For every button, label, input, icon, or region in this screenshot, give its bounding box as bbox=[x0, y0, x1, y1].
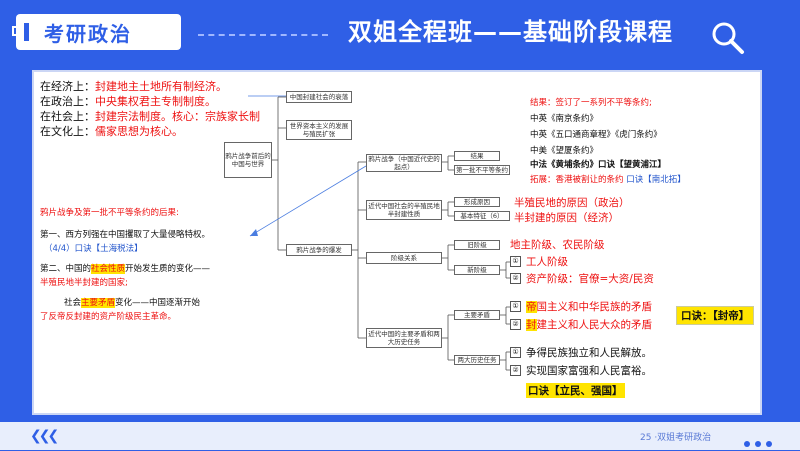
node-root: 鸦片战争前后的中国与世界 bbox=[224, 142, 272, 178]
econ-label: 在经济上： bbox=[40, 80, 95, 93]
war-consequence-title: 鸦片战争及第一批不平等条约的后果: bbox=[40, 208, 179, 218]
treaty-extension: 拓展：香港被割让的条约 口诀【南北拓】 bbox=[530, 173, 686, 185]
second-a: 第二、中国的 bbox=[40, 264, 92, 274]
soc-label: 在社会上： bbox=[40, 110, 95, 123]
first-consequence: 第一、西方列强在中国攫取了大量侵略特权。 bbox=[40, 230, 211, 240]
semi-colonial-cause: 半殖民地的原因（政治） bbox=[514, 197, 630, 209]
econ-value: 封建地主土地所有制经济。 bbox=[95, 80, 227, 93]
node-opium-war: 鸦片战争的爆发 bbox=[286, 244, 352, 256]
circle-num: ① bbox=[510, 347, 521, 358]
treaty-2: 中英《五口通商章程》《虎门条约》 bbox=[530, 130, 662, 140]
econ-line: 在经济上：封建地主土地所有制经济。 bbox=[40, 78, 227, 94]
first-mnemonic: （4/4）口诀【土海税法】 bbox=[44, 244, 143, 254]
task-mnemonic: 口诀【立民、强国】 bbox=[526, 383, 625, 398]
content-card bbox=[32, 70, 762, 415]
result-text: 结果：签订了一系列不平等条约; bbox=[530, 98, 652, 108]
page-title: 双姐全程班——基础阶段课程 bbox=[348, 18, 673, 46]
cul-line: 在文化上：儒家思想为核心。 bbox=[40, 123, 183, 139]
node-result: 结果 bbox=[454, 151, 500, 161]
header-divider bbox=[198, 34, 328, 36]
new-class-2: 资产阶级：官僚=大资/民资 bbox=[526, 273, 654, 285]
node-capitalism: 世界资本主义的发展与殖民扩张 bbox=[286, 120, 352, 140]
contradiction-2-key: 封 bbox=[526, 319, 537, 331]
node-cause: 形成原因 bbox=[454, 197, 500, 207]
semi-feudal-cause: 半封建的原因（经济） bbox=[514, 212, 619, 224]
contradiction-1: 帝国主义和中华民族的矛盾 bbox=[526, 299, 652, 314]
pol-line: 在政治上：中央集权君主专制制度。 bbox=[40, 93, 216, 109]
pol-label: 在政治上： bbox=[40, 95, 95, 108]
circle-num: ① bbox=[510, 256, 521, 267]
page-number: 25 ·双姐考研政治 bbox=[640, 433, 712, 443]
contradiction-1-key: 帝 bbox=[526, 301, 537, 313]
soc-line: 在社会上：封建宗法制度。核心：宗族家长制 bbox=[40, 108, 260, 124]
circle-num: ② bbox=[510, 319, 521, 330]
third-b: 变化——中国逐渐开始 bbox=[115, 298, 201, 308]
second-consequence-c: 半殖民地半封建的国家; bbox=[40, 278, 128, 288]
treaty-4: 中法《黄埔条约》口诀【望黄浦江】 bbox=[530, 160, 667, 170]
node-first-treaties: 第一批不平等条约 bbox=[454, 165, 510, 175]
cul-value: 儒家思想为核心。 bbox=[95, 125, 183, 138]
circle-num: ② bbox=[510, 273, 521, 284]
contradiction-mnemonic: 口诀：【封帝】 bbox=[676, 306, 755, 325]
contradiction-1-rest: 国主义和中华民族的矛盾 bbox=[536, 301, 653, 313]
contradiction-2: 封建主义和人民大众的矛盾 bbox=[526, 317, 652, 332]
old-classes: 地主阶级、农民阶级 bbox=[510, 239, 605, 251]
circle-num: ① bbox=[510, 301, 521, 312]
extension-mnemonic: 口诀【南北拓】 bbox=[626, 175, 686, 185]
subject-tag: 考研政治 bbox=[16, 14, 181, 50]
cul-label: 在文化上： bbox=[40, 125, 95, 138]
third-a: 社会 bbox=[64, 298, 82, 308]
subject-tag-label: 考研政治 bbox=[44, 22, 132, 46]
task-2: 实现国家富强和人民富裕。 bbox=[526, 365, 652, 377]
node-contradictions: 近代中国的主要矛盾和两大历史任务 bbox=[366, 328, 442, 348]
third-consequence-c: 了反帝反封建的资产阶级民主革命。 bbox=[40, 312, 177, 322]
node-main-contradiction: 主要矛盾 bbox=[454, 310, 500, 320]
footer-bar bbox=[0, 422, 800, 450]
node-new-class: 新阶级 bbox=[454, 265, 500, 275]
node-features: 基本特征（6） bbox=[454, 211, 510, 221]
third-highlight: 主要矛盾 bbox=[81, 298, 116, 308]
node-two-tasks: 两大历史任务 bbox=[454, 355, 500, 365]
tag-accent-bar bbox=[24, 23, 29, 41]
chevrons-left-icon: ❮❮❮ bbox=[30, 428, 59, 444]
new-class-1: 工人阶级 bbox=[526, 256, 568, 268]
node-old-class: 旧阶级 bbox=[454, 240, 500, 250]
extension-text: 拓展：香港被割让的条约 bbox=[530, 175, 624, 185]
second-highlight: 社会性质 bbox=[91, 264, 126, 274]
task-1: 争得民族独立和人民解放。 bbox=[526, 347, 652, 359]
pol-value: 中央集权君主专制制度。 bbox=[95, 95, 216, 108]
search-icon bbox=[712, 22, 744, 54]
soc-value: 封建宗法制度。核心：宗族家长制 bbox=[95, 110, 260, 123]
second-b: 开始发生质的变化—— bbox=[125, 264, 211, 274]
treaty-1: 中英《南京条约》 bbox=[530, 114, 599, 124]
dots-icon bbox=[744, 432, 777, 451]
node-opium-war-start: 鸦片战争（中国近代史的起点） bbox=[366, 154, 442, 172]
contradiction-2-rest: 建主义和人民大众的矛盾 bbox=[536, 319, 653, 331]
third-consequence: 社会主要矛盾变化——中国逐渐开始 bbox=[64, 296, 200, 308]
circle-num: ② bbox=[510, 365, 521, 376]
treaty-3: 中美《望厦条约》 bbox=[530, 146, 599, 156]
node-class-relations: 阶级关系 bbox=[366, 252, 442, 264]
node-feudal-decline: 中国封建社会的衰落 bbox=[286, 91, 352, 103]
second-consequence: 第二、中国的社会性质开始发生质的变化—— bbox=[40, 262, 210, 274]
node-semi-colonial: 近代中国社会的半殖民地半封建性质 bbox=[366, 200, 442, 220]
